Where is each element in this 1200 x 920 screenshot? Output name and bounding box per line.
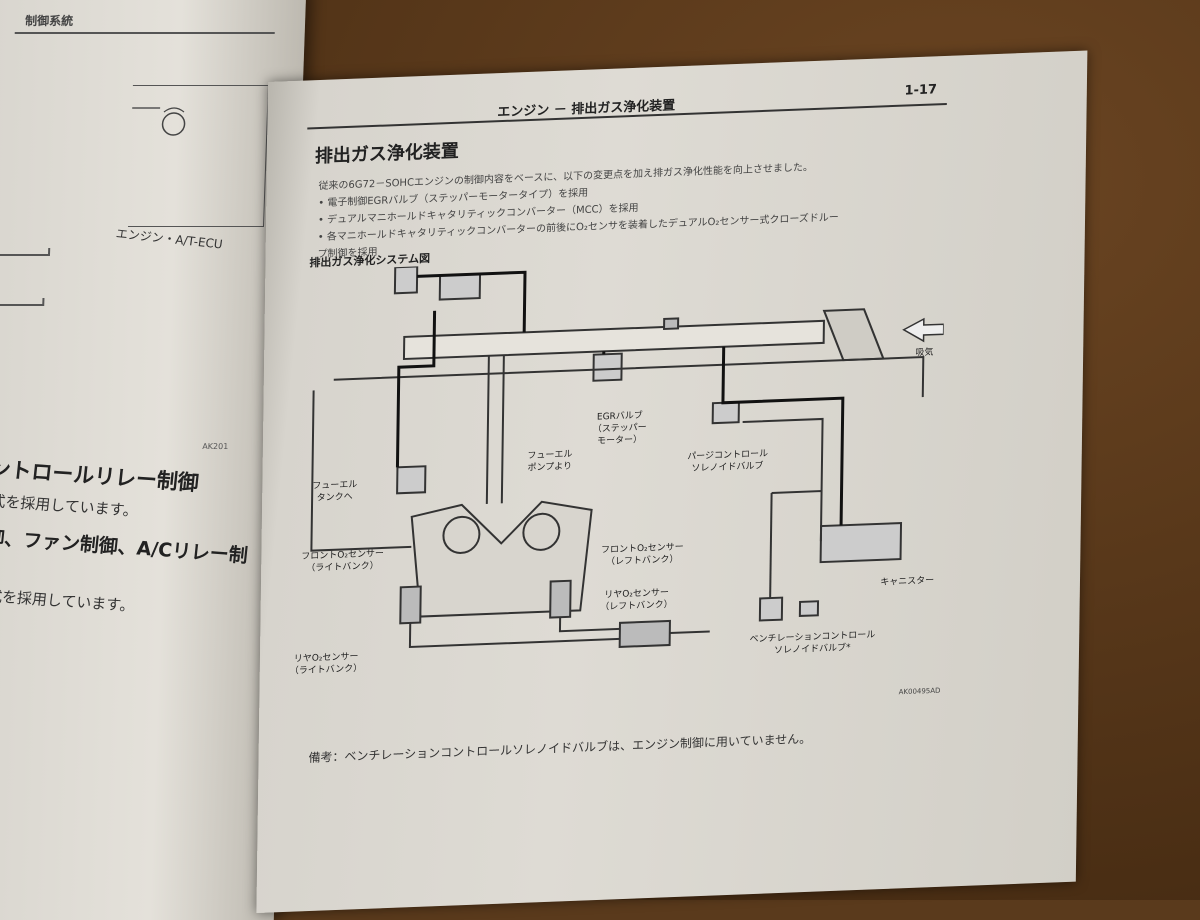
header-rule [14, 32, 275, 34]
emission-system-diagram: 吸気 EGRバルブ （ステッパー モーター） フューエル ポンプより フューエル… [290, 246, 945, 731]
fuel-from-pump-label: フューエル ポンプより [527, 449, 573, 474]
ecu-diagram-box [127, 85, 269, 227]
system-schematic [310, 265, 945, 649]
left-body-text: 式を採用しています。 [0, 586, 136, 616]
left-body-text: 式を採用しています。 [0, 491, 139, 521]
front-o2-right-label: フロントO₂センサー （ライトバンク） [301, 548, 385, 574]
fuel-to-tank-label: フューエル タンクへ [312, 479, 358, 504]
left-page-header: 制御系統 [24, 14, 74, 28]
intake-arrow-icon [902, 317, 945, 343]
harness-lines [0, 248, 51, 306]
section-title: 排出ガス浄化装置 [314, 140, 459, 168]
egr-valve-label: EGRバルブ （ステッパー モーター） [592, 410, 647, 447]
right-page: エンジン － 排出ガス浄化装置 1-17 排出ガス浄化装置 従来の6G72－SO… [256, 50, 1088, 914]
rear-o2-left-label: リヤO₂センサー （レフトバンク） [600, 587, 673, 613]
footnote: 備考：ベンチレーションコントロールソレノイドバルブは、エンジン制御に用いていませ… [308, 731, 812, 765]
left-figure-ref: AK201 [202, 442, 229, 451]
canister-label: キャニスター [880, 575, 935, 588]
vent-valve-label: ベンチレーションコントロール ソレノイドバルブ* [749, 630, 876, 656]
ecu-label: エンジン・A/T-ECU [115, 226, 224, 252]
intake-label: 吸気 [915, 347, 934, 359]
intro-text: 従来の6G72－SOHCエンジンの制御内容をベースに、以下の変更点を加え排ガス浄… [317, 158, 839, 263]
left-page: 制御系統 エンジン・A/T-ECU AK201 ントロールリレー制御 式を採用し… [0, 0, 307, 920]
page-number: 1-17 [904, 82, 938, 99]
figure-ref: AK00495AD [898, 686, 941, 697]
purge-valve-label: パージコントロール ソレノイドバルブ [687, 449, 769, 475]
connector-icon [132, 107, 186, 136]
left-subheading: 御、ファン制御、A/Cリレー制 [0, 526, 249, 568]
rear-o2-right-label: リヤO₂センサー （ライトバンク） [289, 651, 363, 677]
front-o2-left-label: フロントO₂センサー （レフトバンク） [600, 542, 684, 568]
left-section-heading: ントロールリレー制御 [0, 456, 200, 496]
